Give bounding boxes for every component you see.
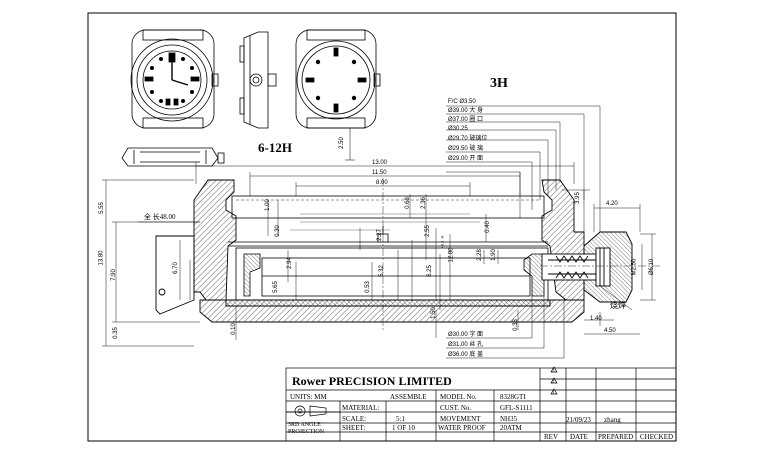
cust-value: GFL-S1111	[500, 404, 533, 412]
weld-label: 烧焊	[610, 301, 626, 310]
preparer-name: zhang	[604, 416, 621, 424]
date-header: DATE	[570, 433, 588, 441]
centerlines	[382, 178, 660, 330]
dim-1-40: 1.40	[590, 316, 602, 322]
callout-30-25: Ø30.25	[448, 126, 468, 132]
dim-0-30: 0.30	[274, 225, 281, 237]
callout-dial: Ø30.00 字 面	[448, 332, 484, 338]
material-label: MATERIAL:	[342, 404, 380, 412]
dim-2-50: 2.50	[338, 137, 345, 149]
section-view-label: 3H	[490, 76, 508, 91]
revision-date: 21/09/23	[566, 416, 591, 424]
callout-opening: Ø29.00 开 面	[448, 156, 484, 162]
dim-6-70: 6.70	[172, 262, 179, 274]
dim-1-90: 1.90	[490, 249, 497, 261]
dim-13-00: 13.00	[372, 160, 388, 166]
dim-5-55: 5.55	[98, 202, 105, 214]
callout-screw-hole: Ø31.00 丝 孔	[448, 342, 484, 348]
cust-label: CUST. No.	[440, 404, 472, 412]
units-label: UNITS: MM	[290, 393, 327, 401]
model-value: 8328GTI	[500, 393, 526, 401]
dim-3-95: 3.95	[574, 192, 581, 204]
title-block	[285, 366, 677, 442]
case-section	[193, 179, 585, 323]
callout-glass: Ø29.50 玻 璃	[448, 146, 484, 152]
rev-mark-3: 3	[552, 369, 555, 374]
dim-0-35: 0.35	[112, 327, 119, 339]
callout-fc: F/C Ø3.50	[448, 99, 476, 105]
sheet-label: SHEET:	[342, 424, 366, 432]
dim-d6-10: Ø6.10	[649, 258, 656, 276]
rev-mark-2: 2	[552, 380, 555, 385]
top-view-label: 6-12H	[258, 140, 292, 155]
lug	[155, 235, 195, 315]
movement-label: MOVEMENT	[440, 415, 481, 423]
dim-0-53: 0.53	[364, 281, 371, 293]
dim-1-00: 1.00	[264, 199, 271, 211]
dim-2-55: 2.55	[424, 225, 431, 237]
water-proof-value: 20ATM	[500, 424, 522, 432]
dim-5-65: 5.65	[272, 281, 279, 293]
callout-bezel: Ø37.00 圈 口	[448, 117, 484, 123]
crystal	[231, 195, 545, 231]
dim-2-94: 2.94	[286, 257, 293, 269]
dim-1-50: 1.50	[430, 307, 437, 319]
dim-tolerance: +0.1 -0	[439, 235, 445, 249]
callout-caseback: Ø36.00 底 盖	[448, 352, 484, 358]
scale-value: 5:1	[396, 415, 405, 423]
callout-case-body: Ø39.00 大 身	[448, 108, 484, 114]
dim-2-27: 2.27	[376, 229, 383, 241]
dim-8-00: 8.00	[376, 180, 388, 186]
dim-12-80: 12.80	[448, 247, 455, 263]
dim-0-10: 0.10	[230, 323, 237, 335]
dim-2-28: 2.28	[476, 249, 483, 261]
scale-label: SCALE:	[342, 415, 367, 423]
dim-4-20: 4.20	[606, 201, 618, 207]
projection-label: 3RD ANGLE PROJECTION	[288, 422, 325, 435]
rev-header: REV	[544, 433, 558, 441]
movement-value: NH35	[500, 415, 518, 423]
side-view	[239, 31, 277, 129]
back-view	[295, 29, 381, 129]
dim-m2-50: M2.50	[631, 258, 638, 276]
dim-11-50: 11.50	[372, 170, 387, 176]
top-view	[121, 147, 225, 167]
dim-2-36: 2.36	[420, 197, 427, 209]
model-label: MODEL No.	[440, 393, 477, 401]
dim-5-32: 5.32	[378, 265, 385, 277]
movement	[235, 247, 549, 301]
dim-4-50: 4.50	[604, 328, 616, 334]
rev-mark-1: 1	[552, 391, 555, 396]
prepared-header: PREPARED	[598, 433, 634, 441]
dim-0-40: 0.40	[484, 221, 491, 233]
dim-0-68: 0.68	[404, 197, 411, 209]
dim-0-33: 0.33	[512, 319, 519, 331]
water-proof-label: WATER PROOF	[438, 424, 486, 432]
dim-7-90: 7.90	[110, 269, 117, 281]
company-name: Rower PRECISION LIMITED	[292, 374, 452, 388]
dim-250-lines	[345, 128, 355, 161]
crown	[541, 231, 633, 303]
total-length-label: 全 长48.00	[144, 213, 176, 221]
front-view-dial	[130, 29, 219, 129]
checked-header: CHECKED	[640, 433, 674, 441]
dim-13-80: 13.80	[98, 250, 105, 266]
callout-glass-seat: Ø29.70 玻璃位	[448, 136, 488, 142]
dimension-lines	[102, 105, 656, 359]
dim-6-25: 6.25	[426, 265, 433, 277]
sheet-value: 1 OF 10	[392, 424, 415, 432]
assemble-label: ASSEMBLE	[390, 393, 427, 401]
